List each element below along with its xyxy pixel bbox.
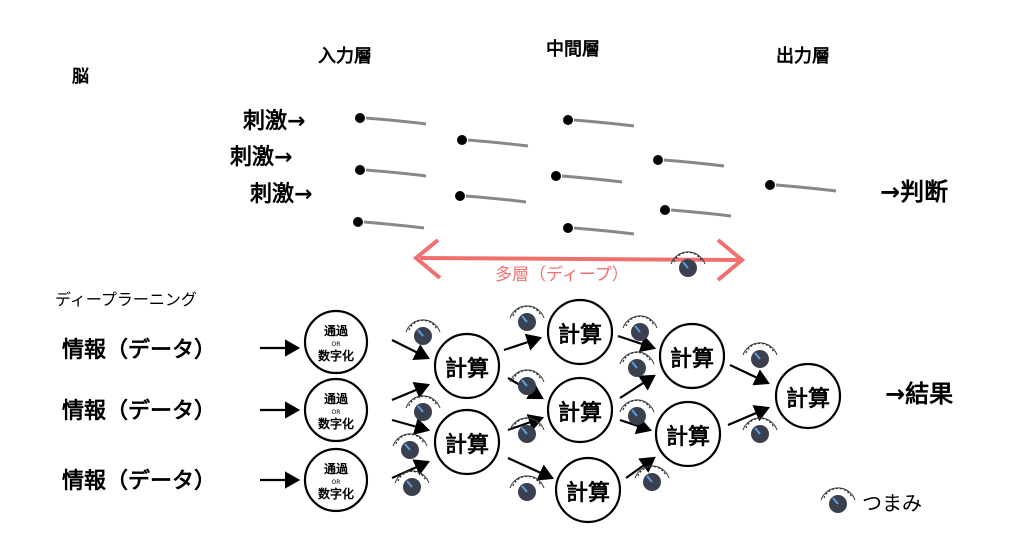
node-text: 計算: [566, 480, 610, 506]
input-node: 通過 OR 数字化: [303, 447, 369, 513]
node-text: 通過: [324, 391, 349, 406]
knob-icon: [742, 341, 778, 369]
compute-node: 計算: [554, 456, 622, 524]
knob-icon: [742, 416, 778, 444]
neuron-icon: [734, 151, 854, 215]
stimulus-label: 刺激→: [230, 144, 292, 170]
knob-icon: [509, 416, 545, 444]
node-text: 通過: [324, 323, 349, 338]
knob-icon: [509, 304, 545, 332]
compute-node: 計算: [546, 376, 614, 444]
neuron-icon: [324, 136, 444, 200]
knob-icon: [634, 464, 670, 492]
stimulus-label: 刺激→: [250, 181, 312, 207]
node-text: 計算: [666, 424, 710, 450]
node-text: OR: [332, 409, 341, 416]
node-text: 通過: [324, 461, 349, 476]
legend-knob-icon: [820, 486, 856, 514]
brain-title: 脳: [72, 67, 89, 87]
data-input-label: 情報（データ）: [62, 398, 216, 424]
neuron-icon: [426, 106, 546, 170]
neuron-icon: [532, 194, 652, 258]
layer-middle-label: 中間層: [546, 38, 600, 60]
knob-icon: [392, 432, 428, 460]
judgment-label: →判断: [880, 178, 948, 206]
input-node: 通過 OR 数字化: [303, 309, 369, 375]
node-text: 計算: [558, 322, 602, 348]
neuron-icon: [532, 86, 652, 150]
knob-icon: [622, 314, 658, 342]
neuron-icon: [424, 162, 544, 226]
neuron-network: [322, 84, 854, 258]
node-text: 数字化: [318, 486, 354, 501]
node-text: 計算: [670, 346, 714, 372]
knob-icon: [405, 318, 441, 346]
knob-icon: [405, 394, 441, 422]
compute-node: 計算: [774, 362, 842, 430]
neuron-icon: [520, 142, 640, 206]
stimulus-label: 刺激→: [243, 108, 305, 134]
compute-node: 計算: [433, 332, 501, 400]
dl-title: ディープラーニング: [55, 290, 197, 309]
knob-icon: [670, 250, 706, 278]
compute-node: 計算: [654, 400, 722, 468]
neuron-icon: [622, 126, 742, 190]
node-text: 数字化: [318, 348, 354, 363]
neuron-icon: [322, 188, 442, 252]
data-input-label: 情報（データ）: [62, 468, 216, 494]
layer-output-label: 出力層: [776, 45, 830, 67]
result-label: →結果: [885, 380, 953, 408]
input-node: 通過 OR 数字化: [303, 377, 369, 443]
node-text: 数字化: [318, 416, 354, 431]
deep-label: 多層（ディープ）: [495, 264, 629, 285]
compute-node: 計算: [433, 408, 501, 476]
node-text: 計算: [445, 356, 489, 382]
knob-icon: [509, 474, 545, 502]
node-text: OR: [332, 341, 341, 348]
compute-node: 計算: [546, 298, 614, 366]
knob-icon: [619, 350, 655, 378]
node-text: 計算: [558, 400, 602, 426]
node-text: 計算: [786, 386, 830, 412]
compute-node: 計算: [658, 322, 726, 390]
legend-label: つまみ: [862, 491, 922, 515]
neuron-icon: [629, 176, 749, 240]
node-text: OR: [332, 479, 341, 486]
data-input-label: 情報（データ）: [62, 337, 216, 363]
layer-input-label: 入力層: [318, 46, 372, 67]
neuron-icon: [324, 84, 444, 148]
node-text: 計算: [445, 432, 489, 458]
